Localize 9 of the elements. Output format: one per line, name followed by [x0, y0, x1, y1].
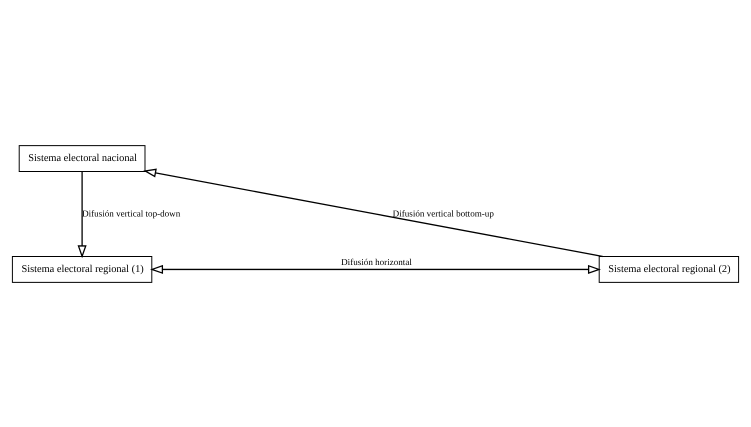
arrow: [143, 168, 603, 257]
node-box: Sistema electoral regional (2): [598, 255, 740, 282]
arrow: [78, 171, 87, 258]
edge-label: Difusión vertical bottom-up: [392, 208, 494, 218]
node-box: Sistema electoral regional (1): [12, 255, 152, 282]
edge-label: Difusión horizontal: [341, 256, 412, 267]
arrow: [150, 264, 601, 274]
edge-label: Difusión vertical top-down: [82, 208, 180, 218]
node-box: Sistema electoral nacional: [18, 144, 146, 172]
